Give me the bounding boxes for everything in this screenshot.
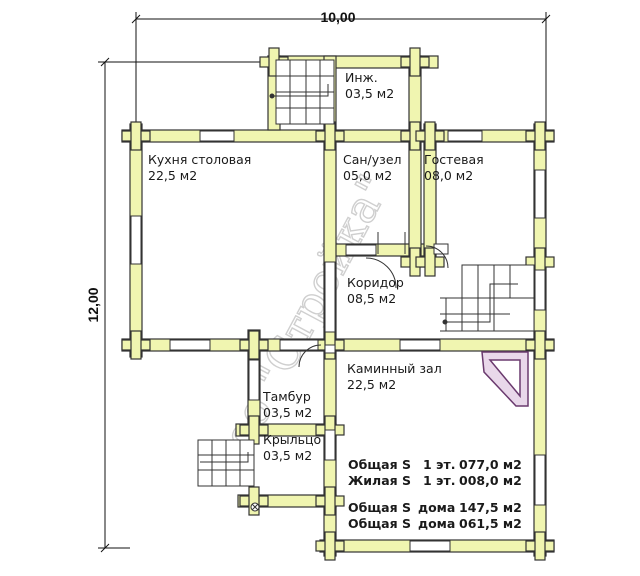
window bbox=[534, 269, 546, 311]
log-end bbox=[324, 121, 336, 151]
door-opening bbox=[433, 243, 449, 255]
porch-post bbox=[250, 502, 260, 512]
room-name-vestibule: Тамбур bbox=[262, 389, 311, 404]
summary-label: Общая S bbox=[348, 500, 411, 515]
room-name-fireplace-hall: Каминный зал bbox=[347, 361, 442, 376]
window bbox=[534, 169, 546, 219]
wall-vertical bbox=[408, 55, 422, 263]
log-end bbox=[424, 121, 436, 151]
room-area-inzh: 03,5 м2 bbox=[345, 86, 394, 101]
log-end bbox=[409, 47, 421, 77]
height-dimension: 12,00 bbox=[85, 287, 101, 322]
window bbox=[447, 130, 483, 142]
log-end bbox=[248, 486, 260, 516]
window bbox=[248, 359, 260, 401]
door-opening bbox=[279, 339, 319, 351]
area-summary: Общая S 1 эт. 077,0 м2 Жилая S 1 эт. 008… bbox=[348, 457, 522, 531]
log-end bbox=[424, 247, 436, 277]
windows bbox=[130, 130, 546, 552]
room-name-guest: Гостевая bbox=[424, 152, 484, 167]
wall-horizontal bbox=[329, 338, 555, 352]
door-opening bbox=[399, 339, 441, 351]
summary-value: 147,5 м2 bbox=[459, 500, 522, 515]
summary-scope: дома bbox=[418, 500, 455, 515]
room-name-inzh: Инж. bbox=[345, 70, 378, 85]
window bbox=[169, 339, 211, 351]
fireplace bbox=[481, 351, 529, 407]
summary-value: 077,0 м2 bbox=[459, 457, 522, 472]
room-area-vestibule: 03,5 м2 bbox=[263, 405, 312, 420]
summary-value: 008,0 м2 bbox=[459, 473, 522, 488]
room-name-bathroom: Сан/узел bbox=[343, 152, 402, 167]
log-corners bbox=[121, 47, 555, 561]
log-end bbox=[130, 121, 142, 151]
log-end bbox=[534, 121, 546, 151]
stairs-corridor bbox=[440, 264, 535, 332]
room-area-bathroom: 05,0 м2 bbox=[343, 168, 392, 183]
log-end bbox=[130, 330, 142, 360]
stairs-porch bbox=[197, 439, 255, 487]
summary-scope: 1 эт. bbox=[423, 473, 455, 488]
log-end bbox=[534, 330, 546, 360]
window bbox=[130, 215, 142, 265]
room-area-guest: 08,0 м2 bbox=[424, 168, 473, 183]
door-swings bbox=[298, 232, 449, 368]
summary-label: Общая S bbox=[348, 457, 411, 472]
room-labels: Инж. 03,5 м2 Кухня столовая 22,5 м2 Сан/… bbox=[148, 70, 484, 463]
summary-scope: 1 эт. bbox=[423, 457, 455, 472]
window bbox=[534, 454, 546, 506]
summary-scope: дома bbox=[418, 516, 455, 531]
room-area-porch: 03,5 м2 bbox=[263, 448, 312, 463]
dimension-lines bbox=[98, 12, 551, 553]
door-opening bbox=[345, 244, 377, 256]
summary-value: 061,5 м2 bbox=[459, 516, 522, 531]
room-area-fireplace-hall: 22,5 м2 bbox=[347, 377, 396, 392]
window bbox=[199, 130, 235, 142]
summary-label: Жилая S bbox=[348, 473, 411, 488]
room-name-kitchen: Кухня столовая bbox=[148, 152, 251, 167]
log-end bbox=[324, 531, 336, 561]
log-end bbox=[324, 486, 336, 516]
width-dimension: 10,00 bbox=[320, 9, 355, 25]
stairs-inzh bbox=[269, 59, 335, 125]
summary-label: Общая S bbox=[348, 516, 411, 531]
room-name-corridor: Коридор bbox=[347, 275, 404, 290]
log-end bbox=[248, 330, 260, 360]
room-name-porch: Крыльцо bbox=[263, 432, 321, 447]
doors bbox=[279, 243, 449, 461]
room-area-corridor: 08,5 м2 bbox=[347, 291, 396, 306]
room-area-kitchen: 22,5 м2 bbox=[148, 168, 197, 183]
door-opening bbox=[324, 429, 336, 461]
window bbox=[409, 540, 451, 552]
log-end bbox=[534, 531, 546, 561]
door-opening bbox=[324, 261, 336, 333]
door-opening bbox=[324, 344, 336, 354]
